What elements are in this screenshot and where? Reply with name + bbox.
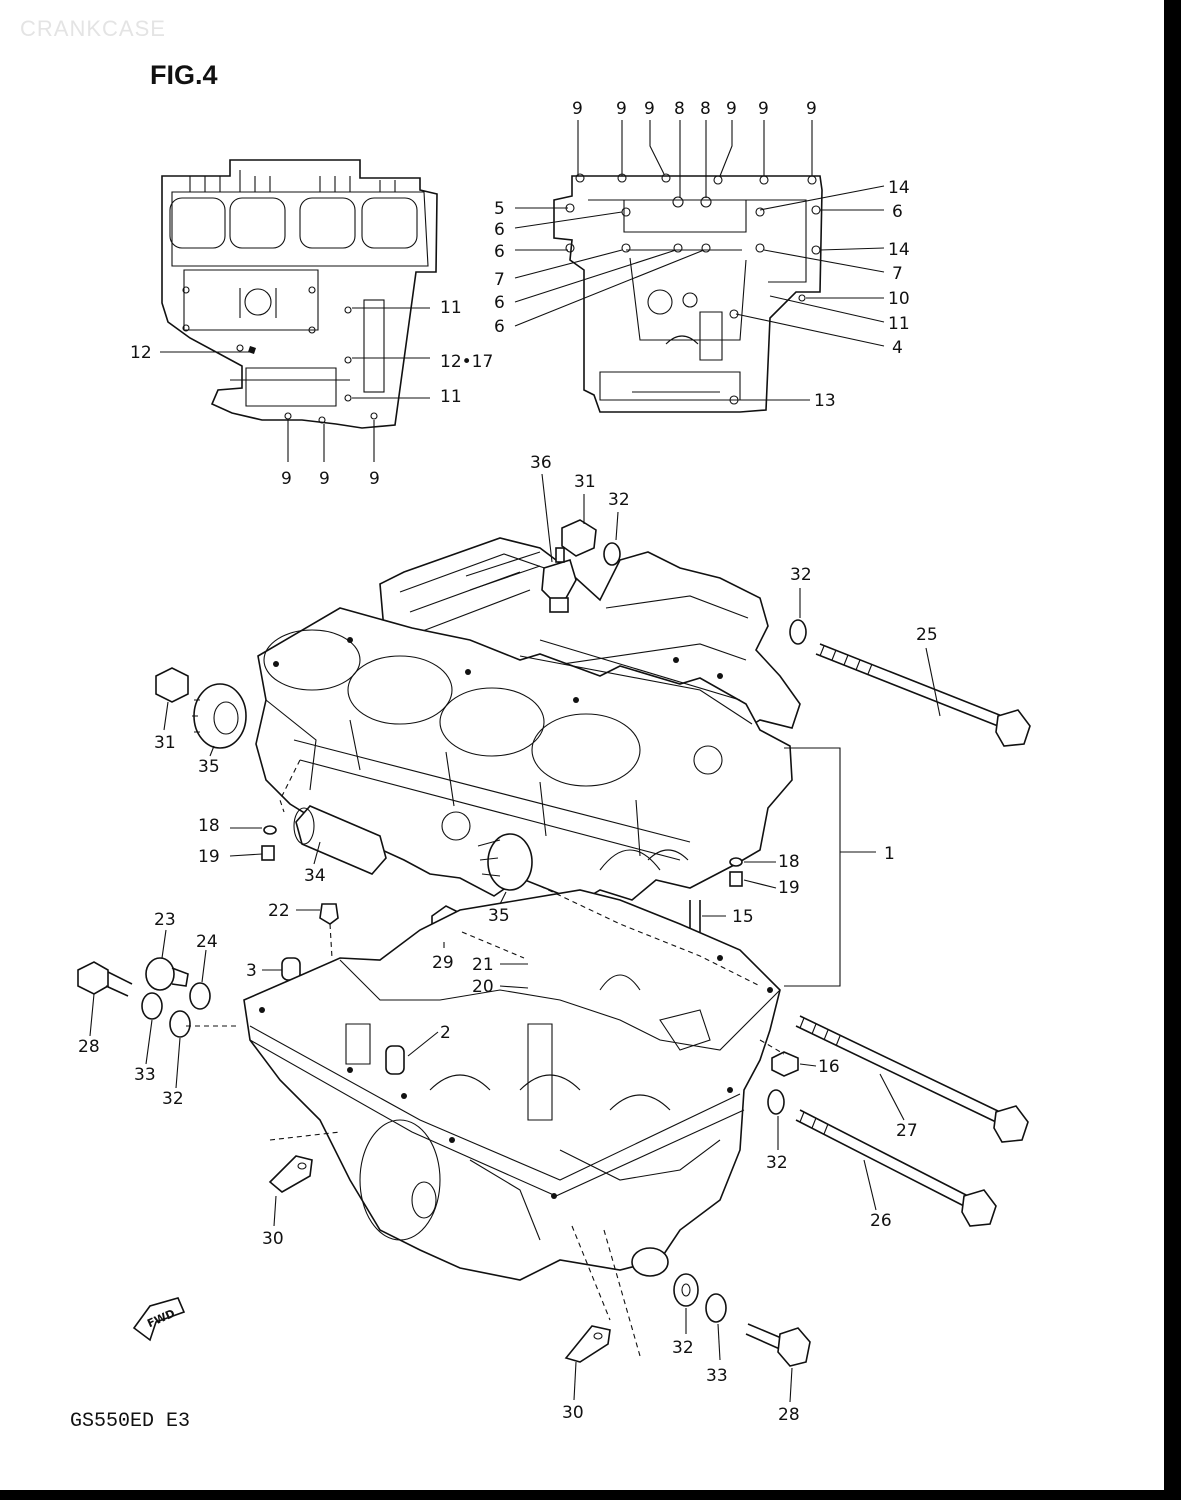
callout-ur-r7: 4 (892, 338, 903, 358)
callout-m27: 27 (896, 1121, 918, 1141)
callout-m26: 26 (870, 1211, 892, 1231)
callout-ul-9b: 9 (319, 469, 330, 489)
lower-bolts (268, 1015, 1029, 1367)
callout-m30a: 30 (262, 1229, 284, 1249)
callout-m31b: 31 (154, 733, 176, 753)
callout-m28a: 28 (78, 1037, 100, 1057)
callout-m15: 15 (732, 907, 754, 927)
callout-ul-9c: 9 (369, 469, 380, 489)
callout-m18b: 18 (778, 852, 800, 872)
main-leader-lines (89, 473, 941, 1403)
callout-ur-l6: 6 (494, 317, 505, 337)
callout-m21: 21 (472, 955, 494, 975)
callout-ur-l2: 6 (494, 220, 505, 240)
upper-crankcase-face-view (160, 159, 438, 462)
callout-ul-11b: 11 (440, 387, 462, 407)
lower-crankcase-half (243, 889, 799, 1281)
callout-m33a: 33 (134, 1065, 156, 1085)
callout-m32e: 32 (672, 1338, 694, 1358)
callout-m32a: 32 (608, 490, 630, 510)
callout-ur-t3: 9 (644, 99, 655, 119)
callout-ul-12a: 12 (130, 343, 152, 363)
callout-m18a: 18 (198, 816, 220, 836)
callout-ur-t1: 9 (572, 99, 583, 119)
callout-ur-t4: 8 (674, 99, 685, 119)
callout-ur-l4: 7 (494, 270, 505, 290)
callout-ur-t6: 9 (726, 99, 737, 119)
scan-edge-bottom (0, 1490, 1181, 1500)
callout-m2: 2 (440, 1023, 451, 1043)
callout-ur-r2: 6 (892, 202, 903, 222)
callout-ur-r3: 14 (888, 240, 910, 260)
callout-ur-t2: 9 (616, 99, 627, 119)
callout-m35b: 35 (488, 906, 510, 926)
callout-m32c: 32 (162, 1089, 184, 1109)
callout-m20: 20 (472, 977, 494, 997)
callout-m23: 23 (154, 910, 176, 930)
callout-ur-l1: 5 (494, 199, 505, 219)
callout-m16: 16 (818, 1057, 840, 1077)
callout-ur-r5: 10 (888, 289, 910, 309)
forward-direction-arrow: FWD (132, 1297, 186, 1342)
callout-ur-r8: 13 (814, 391, 836, 411)
upper-crankcase-half (255, 537, 801, 903)
callout-ur-l3: 6 (494, 242, 505, 262)
scan-edge-right (1164, 0, 1181, 1500)
callout-m1: 1 (884, 844, 895, 864)
model-code: GS550ED E3 (70, 1410, 191, 1433)
callout-m30b: 30 (562, 1403, 584, 1423)
callout-m3: 3 (246, 961, 257, 981)
callout-m33b: 33 (706, 1366, 728, 1386)
callout-ur-r4: 7 (892, 264, 903, 284)
callout-ur-t8: 9 (806, 99, 817, 119)
callout-m25: 25 (916, 625, 938, 645)
callout-m31a: 31 (574, 472, 596, 492)
callout-ur-t7: 9 (758, 99, 769, 119)
callout-m19a: 19 (198, 847, 220, 867)
lower-crankcase-face-view (514, 120, 885, 413)
callout-ur-r1: 14 (888, 178, 910, 198)
oil-pressure-switch (541, 547, 577, 613)
callout-m32d: 32 (766, 1153, 788, 1173)
callout-m29: 29 (432, 953, 454, 973)
callout-ur-t5: 8 (700, 99, 711, 119)
callout-ul-9a: 9 (281, 469, 292, 489)
callout-ur-l5: 6 (494, 293, 505, 313)
callout-m28b: 28 (778, 1405, 800, 1425)
section-watermark: CRANKCASE (20, 16, 166, 41)
callout-m34: 34 (304, 866, 326, 886)
callout-m36: 36 (530, 453, 552, 473)
callout-ul-11a: 11 (440, 298, 462, 318)
figure-title: FIG.4 (150, 60, 218, 90)
callout-m35a: 35 (198, 757, 220, 777)
callout-m32b: 32 (790, 565, 812, 585)
callout-m24: 24 (196, 932, 218, 952)
callout-m19b: 19 (778, 878, 800, 898)
callout-m22: 22 (268, 901, 290, 921)
callout-ul-1217: 12•17 (440, 352, 493, 372)
callout-ur-r6: 11 (888, 314, 910, 334)
